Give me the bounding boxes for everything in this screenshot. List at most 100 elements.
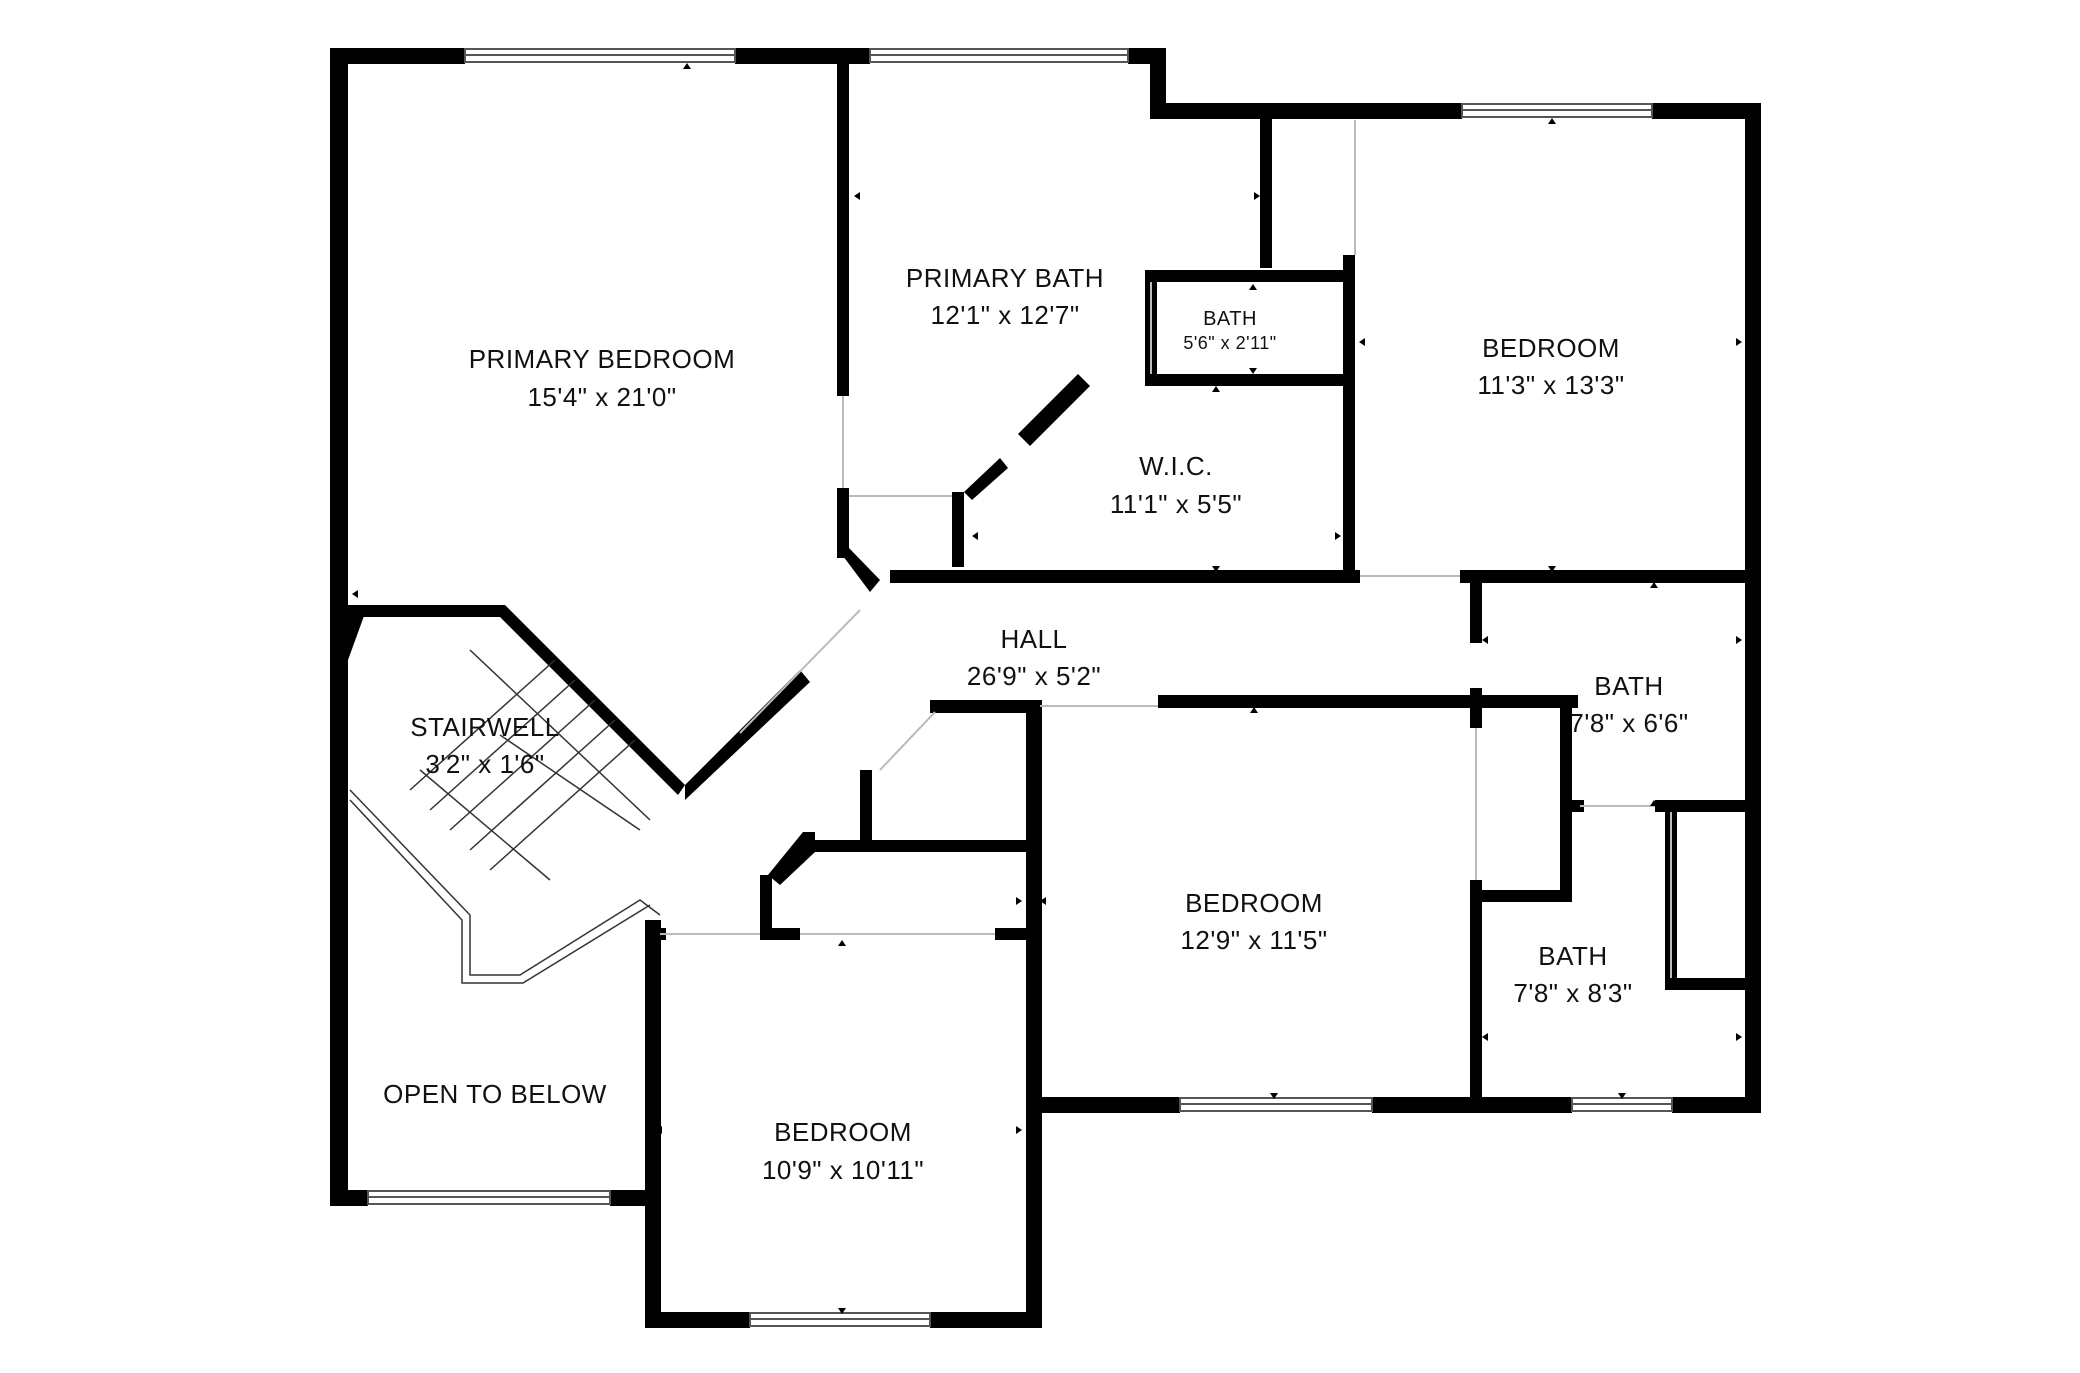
stairs <box>349 649 661 984</box>
dimension-marker <box>1249 284 1257 290</box>
room-name: PRIMARY BATH <box>906 263 1104 293</box>
dimension-marker <box>1212 386 1220 392</box>
door-openings <box>660 120 1672 978</box>
wall <box>837 548 880 592</box>
wall <box>1260 118 1272 268</box>
room-dimensions: 12'9" x 11'5" <box>1180 925 1327 955</box>
south-wall <box>330 1190 368 1206</box>
wall <box>768 832 815 885</box>
south-wall <box>1038 1097 1180 1113</box>
dimension-marker <box>1736 338 1742 346</box>
wall <box>930 700 1040 713</box>
wall <box>1145 270 1355 282</box>
dimension-marker <box>1359 338 1365 346</box>
wall <box>837 488 849 558</box>
wall <box>1145 374 1355 386</box>
room-dimensions: 15'4" x 21'0" <box>527 382 676 412</box>
wall <box>1470 583 1482 643</box>
stair-railing <box>349 799 651 984</box>
stair-stringer <box>469 649 651 821</box>
dimension-marker <box>1335 532 1341 540</box>
wall <box>760 928 800 940</box>
room-dimensions: 3'2" x 1'6" <box>425 749 544 779</box>
wall <box>760 875 772 935</box>
dimension-marker <box>838 940 846 946</box>
dimension-marker <box>1016 1126 1022 1134</box>
windows <box>367 48 1673 1327</box>
dimension-marker <box>1482 636 1488 644</box>
north-wall <box>1150 103 1462 119</box>
dimension-marker <box>656 1126 662 1134</box>
wall <box>1460 570 1760 583</box>
room-name: OPEN TO BELOW <box>383 1079 607 1109</box>
room-name: HALL <box>1000 624 1067 654</box>
wall <box>648 928 666 940</box>
stair-tread <box>419 769 551 881</box>
stair-tread <box>429 679 576 811</box>
east-wall <box>1745 103 1761 1113</box>
dimension-marker <box>1618 1093 1626 1099</box>
dimension-marker <box>972 532 978 540</box>
room-name: BEDROOM <box>1185 888 1323 918</box>
dimension-marker <box>1548 566 1556 572</box>
room-dimensions: 10'9" x 10'11" <box>762 1155 924 1185</box>
wall <box>815 840 1035 852</box>
room-dimensions: 26'9" x 5'2" <box>967 661 1101 691</box>
wall <box>952 492 964 567</box>
wall <box>685 670 810 800</box>
dimension-marker <box>1482 1033 1488 1041</box>
dimension-marker <box>1650 582 1658 588</box>
south-wall <box>930 1312 1040 1328</box>
wall <box>1562 800 1578 812</box>
room-name: BEDROOM <box>774 1117 912 1147</box>
stair-railing <box>349 789 661 976</box>
room-name: W.I.C. <box>1139 451 1213 481</box>
dimension-marker <box>352 590 358 598</box>
wall <box>964 458 1008 500</box>
wall <box>1026 700 1042 1328</box>
wall <box>1470 880 1482 1110</box>
stair-tread <box>489 739 636 871</box>
dimension-marker <box>1254 192 1260 200</box>
dimension-marker <box>1270 1093 1278 1099</box>
wall <box>1343 255 1355 575</box>
north-wall <box>1150 48 1166 118</box>
wall <box>1560 695 1572 900</box>
stair-tread <box>499 734 641 831</box>
room-dimensions: 11'3" x 13'3" <box>1477 370 1624 400</box>
wall <box>1158 695 1578 708</box>
wall <box>890 570 1360 583</box>
wall <box>1470 688 1482 728</box>
dimension-marker <box>1016 897 1022 905</box>
dimension-marker <box>1736 1033 1742 1041</box>
room-dimensions: 12'1" x 12'7" <box>930 300 1079 330</box>
wall <box>348 605 368 660</box>
wall <box>860 770 872 840</box>
room-dimensions: 7'8" x 6'6" <box>1569 708 1688 738</box>
room-name: PRIMARY BEDROOM <box>469 344 736 374</box>
room-name: BATH <box>1594 671 1663 701</box>
wall <box>1655 800 1755 812</box>
north-wall <box>1652 103 1760 119</box>
wall <box>995 928 1040 940</box>
stair-tread <box>449 699 596 831</box>
dimension-marker <box>1548 118 1556 124</box>
wall <box>1018 374 1090 446</box>
door-opening <box>879 711 936 771</box>
room-labels: PRIMARY BEDROOM 15'4" x 21'0" PRIMARY BA… <box>383 263 1688 1185</box>
south-wall <box>1672 1097 1760 1113</box>
dimension-marker <box>1250 707 1258 713</box>
wall <box>1472 890 1572 902</box>
walls <box>330 48 1761 1328</box>
wall <box>837 56 849 396</box>
room-name: BATH <box>1203 308 1257 330</box>
dimension-marker <box>683 63 691 69</box>
north-wall <box>330 48 465 64</box>
dimension-marker <box>1212 566 1220 572</box>
room-dimensions: 7'8" x 8'3" <box>1513 978 1632 1008</box>
south-wall <box>645 1312 750 1328</box>
dimension-marker <box>1040 897 1046 905</box>
north-wall <box>735 48 870 64</box>
dimension-marker <box>854 192 860 200</box>
stair-tread <box>469 719 616 851</box>
